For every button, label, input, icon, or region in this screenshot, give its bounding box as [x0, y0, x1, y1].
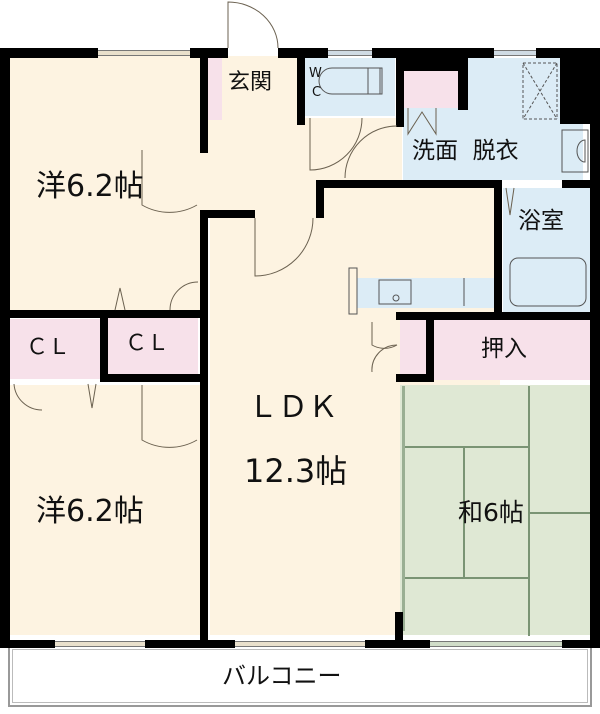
- room-label-closet-left: ＣＬ: [26, 335, 71, 360]
- room-label-ldk-size: 12.3帖: [244, 452, 348, 490]
- wall: [145, 640, 235, 648]
- room-label-japanese: 和6帖: [458, 498, 524, 527]
- tatami-line: [404, 446, 529, 448]
- wall: [365, 640, 430, 648]
- western-room-bottom: [10, 385, 202, 635]
- window: [328, 50, 372, 56]
- window: [55, 641, 145, 647]
- wall: [100, 374, 208, 382]
- japanese-room: [400, 385, 592, 635]
- entrance-shoe-cabinet: [206, 58, 222, 120]
- wall: [200, 210, 255, 218]
- balcony: [8, 645, 592, 707]
- bathroom: [503, 188, 593, 316]
- wall: [372, 48, 494, 58]
- kitchen-counter: [357, 278, 494, 308]
- room-label-oshiire: 押入: [481, 336, 527, 362]
- wall: [396, 55, 404, 127]
- wall: [562, 640, 600, 648]
- window: [494, 50, 536, 56]
- wall: [426, 312, 434, 382]
- wall: [278, 48, 306, 58]
- window: [430, 641, 562, 647]
- wall: [562, 180, 592, 188]
- wall: [396, 312, 592, 320]
- wall: [190, 48, 228, 58]
- room-label-closet-right: ＣＬ: [125, 331, 170, 356]
- oshiire: [432, 318, 592, 380]
- tatami-line: [529, 512, 591, 514]
- wall: [297, 55, 305, 125]
- tatami-sliding-line: [402, 386, 405, 631]
- wall: [458, 55, 468, 110]
- tatami-line: [528, 386, 530, 636]
- wall: [494, 180, 502, 320]
- wall: [316, 180, 502, 188]
- oshiire-small: [400, 320, 426, 382]
- room-label-ldk: ＬＤＫ: [248, 390, 338, 425]
- wall: [590, 48, 600, 648]
- wall: [300, 48, 328, 58]
- room-label-wc-w: W: [309, 66, 322, 81]
- window: [235, 641, 365, 647]
- tatami-line: [404, 577, 529, 579]
- wall: [0, 640, 55, 648]
- wall: [398, 55, 466, 71]
- room-label-bathroom: 浴室: [518, 208, 564, 234]
- wall: [200, 48, 208, 153]
- entrance-area: [222, 56, 297, 118]
- room-label-wc-c: C: [312, 85, 322, 100]
- window: [98, 50, 190, 56]
- room-label-western-top: 洋6.2帖: [36, 169, 144, 204]
- wall: [396, 374, 432, 382]
- room-label-washroom: 洗面 脱衣: [412, 138, 519, 164]
- room-label-balcony: バルコニー: [222, 662, 342, 690]
- room-label-entrance: 玄関: [228, 70, 273, 95]
- wall: [395, 612, 403, 648]
- western-room-top: [10, 56, 202, 311]
- wall: [0, 48, 10, 648]
- balcony-inner-line: [12, 649, 588, 703]
- wall: [200, 210, 208, 648]
- washroom-shelf: [404, 70, 460, 108]
- closet-right: [108, 313, 198, 375]
- wall: [0, 48, 98, 58]
- tatami-line: [463, 446, 465, 578]
- room-label-western-bottom: 洋6.2帖: [36, 494, 144, 529]
- wall: [100, 310, 108, 382]
- wall: [316, 180, 324, 218]
- closet-left: [10, 319, 100, 379]
